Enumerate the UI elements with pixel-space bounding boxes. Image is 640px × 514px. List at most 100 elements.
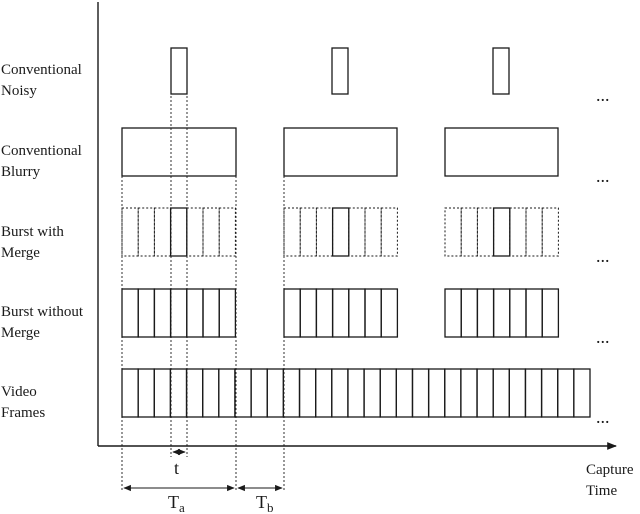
row-label-burst-nomerge-line2: Merge [1, 325, 40, 341]
video-frame [185, 368, 204, 418]
burst-merge-frame [332, 207, 350, 257]
video-frame [266, 368, 285, 418]
burst-merge-frame [283, 207, 301, 257]
video-frame [169, 368, 188, 418]
burst-frame [331, 288, 350, 338]
ta-label: Ta [168, 492, 185, 514]
row-label-burst-nomerge-line1: Burst without [1, 304, 84, 320]
video-frame [460, 368, 478, 418]
noisy-exposures [170, 47, 510, 95]
video-frame [444, 368, 462, 418]
burst-frame [509, 288, 527, 338]
burst-frame [476, 288, 495, 338]
burst-merge-selected-frame [331, 207, 350, 257]
burst-merge-frame [476, 207, 495, 257]
blurry-exposure [121, 127, 237, 177]
video-frame [137, 368, 155, 418]
video-frame [121, 368, 139, 418]
video-frame [363, 368, 381, 418]
burst-merge-frame [380, 207, 398, 257]
burst-frame [202, 288, 220, 338]
burst-frame [137, 288, 156, 338]
blurry-exposure [444, 127, 559, 177]
video-frame [218, 368, 236, 418]
video-frame [492, 368, 510, 418]
ellipses: ... ... ... ... ... [596, 85, 610, 427]
video-frame [508, 368, 527, 418]
noisy-exposure [170, 47, 188, 95]
tb-label: Tb [256, 492, 274, 514]
video-frame [315, 368, 333, 418]
video-frame [476, 368, 494, 418]
video-frame [250, 368, 268, 418]
burst-frame [364, 288, 382, 338]
video-frame [573, 368, 591, 418]
video-frame [298, 368, 317, 418]
burst-merge-frame [186, 207, 204, 257]
burst-frame [348, 288, 366, 338]
burst-merge-frame [299, 207, 317, 257]
burst-merge-selected-frame [169, 207, 188, 257]
burst-frame [186, 288, 204, 338]
burst-frame [121, 288, 139, 338]
ellipsis-burst-merge: ... [596, 246, 610, 266]
row-label-video-line2: Frames [1, 405, 45, 421]
row-label-noisy-line1: Conventional [1, 62, 82, 78]
burst-merge-frame [137, 207, 155, 257]
burst-merge-frame [121, 207, 139, 257]
burst-merge-frame [525, 207, 543, 257]
video-frame [557, 368, 575, 418]
blurry-exposure [283, 127, 398, 177]
row-label-video-line1: Video [1, 384, 37, 400]
burst-frame [380, 288, 399, 338]
burst-frame [444, 288, 462, 338]
burst-merge-frame [315, 207, 334, 257]
tb-label-sub: b [267, 500, 274, 514]
guide-lines [121, 48, 285, 490]
noisy-exposure [331, 47, 349, 95]
video-frame [347, 368, 365, 418]
burst-merge-frame [509, 207, 527, 257]
burst-merge-frame [153, 207, 172, 257]
burst-merge-frame [541, 207, 559, 257]
video-frame [427, 368, 446, 418]
burst-merge-frame [170, 207, 188, 257]
burst-merge-frame [202, 207, 220, 257]
burst-frame [299, 288, 318, 338]
video-frame [411, 368, 430, 418]
burst-frame [218, 288, 237, 338]
t-label: t [174, 458, 179, 478]
ellipsis-burst-nomerge: ... [596, 327, 610, 347]
burst-merge-frame [348, 207, 366, 257]
burst-frame [315, 288, 334, 338]
burst-merge-selected-frame [492, 207, 511, 257]
tb-label-main: T [256, 492, 267, 512]
video-frame [282, 368, 301, 418]
burst-frame [460, 288, 479, 338]
video-frame [540, 368, 559, 418]
axis-label-line1: Capture [586, 462, 634, 478]
video-frame [202, 368, 220, 418]
burst-merge-frame [460, 207, 478, 257]
row-label-blurry-line1: Conventional [1, 143, 82, 159]
burst-nomerge-frames [121, 288, 560, 338]
row-label-burst-merge-line2: Merge [1, 245, 40, 261]
video-frame [153, 368, 172, 418]
video-frame [234, 368, 252, 418]
row-labels: Conventional Noisy Conventional Blurry B… [1, 62, 84, 421]
burst-merge-frame [493, 207, 511, 257]
video-frame [331, 368, 349, 418]
video-frame [379, 368, 397, 418]
video-frame [395, 368, 414, 418]
row-label-noisy-line2: Noisy [1, 83, 37, 99]
row-label-blurry-line2: Blurry [1, 164, 41, 180]
burst-merge-frames [121, 207, 559, 257]
row-label-burst-merge-line1: Burst with [1, 224, 64, 240]
axis-label-line2: Time [586, 483, 617, 499]
burst-frame [153, 288, 172, 338]
burst-frame [283, 288, 301, 338]
ellipsis-video: ... [596, 407, 610, 427]
blurry-exposures [121, 127, 559, 177]
burst-merge-frame [218, 207, 236, 257]
